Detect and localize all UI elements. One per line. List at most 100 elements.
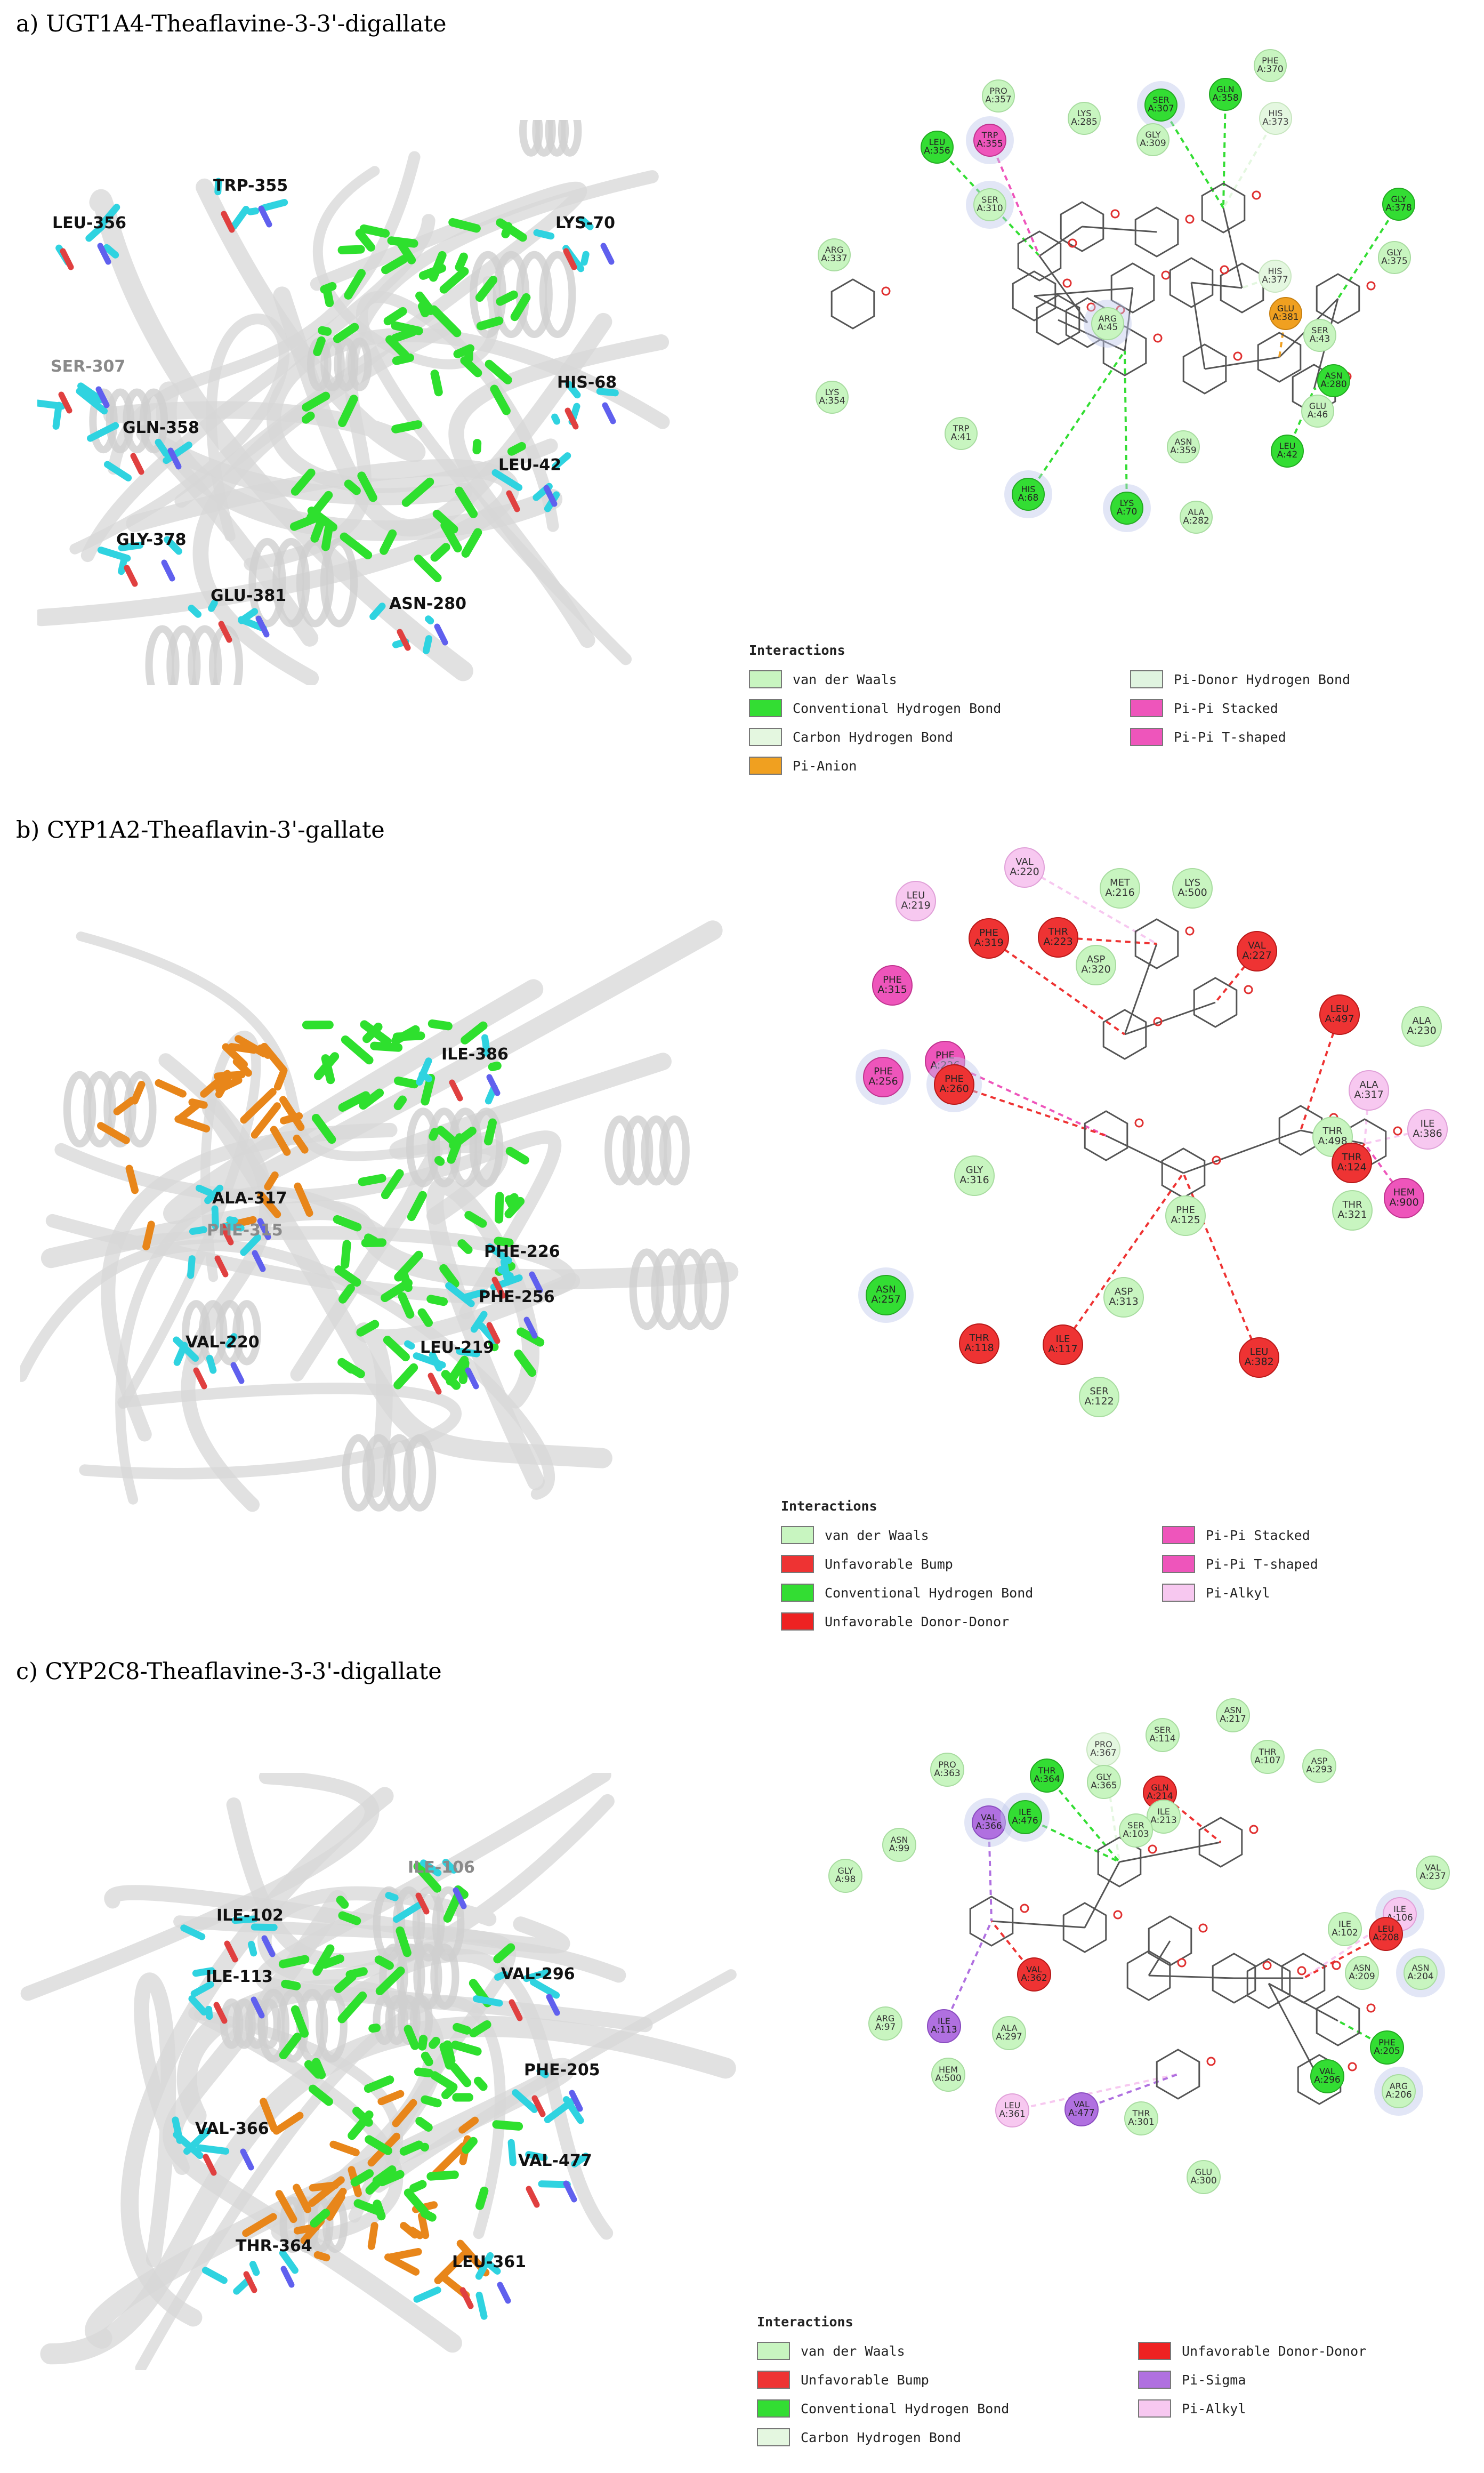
protein-helix-turn [651, 1248, 686, 1330]
residue-stick [536, 2067, 549, 2078]
interaction-line [1222, 117, 1277, 209]
heme-stick [97, 1122, 130, 1144]
residue-stick [196, 2144, 230, 2155]
ligand-ring [969, 1896, 1014, 1947]
residue-id: A:357 [985, 94, 1012, 106]
residue-stick [580, 251, 590, 266]
protein-ribbon [69, 314, 290, 555]
legend-item: Conventional Hydrogen Bond [749, 699, 1001, 717]
residue-name: LEU [929, 137, 946, 147]
residue-name: PHE [1378, 2037, 1396, 2048]
ligand-stick [461, 528, 482, 558]
residue-name: LYS [1119, 497, 1134, 508]
residue-name: VAL [1425, 1862, 1441, 1873]
residue-stick [491, 469, 523, 491]
ligand-stick [401, 477, 434, 507]
ligand-stick [357, 471, 377, 502]
protein-helix-turn [83, 1071, 117, 1148]
ligand-stick [356, 1320, 380, 1337]
residue-stick [173, 2131, 204, 2159]
protein-helix-turn [469, 1107, 504, 1187]
ligand-stick [428, 1019, 453, 1031]
residue-label-3d: PHE-205 [524, 2061, 600, 2079]
protein-helix-turn [406, 1107, 440, 1187]
ligand-stick [505, 1195, 517, 1209]
residue-id: A:309 [1140, 138, 1166, 149]
protein-helix-turn [124, 1071, 157, 1148]
residue-name: TRP [981, 130, 998, 140]
residue-oxygen-stick [428, 1372, 442, 1395]
residue-id: A:227 [1242, 950, 1272, 962]
residue-id: A:42 [1277, 449, 1298, 461]
residue-stick [118, 542, 144, 551]
residue-oxygen-stick [60, 248, 74, 270]
residue-name: GLY [837, 1865, 853, 1876]
residue-stick [478, 1322, 498, 1344]
residue-stick [260, 199, 288, 212]
heme-stick [329, 2140, 360, 2156]
residue-id: A:365 [1091, 1780, 1117, 1792]
residue-nitrogen-stick [602, 402, 616, 424]
protein-helix-turn [316, 1988, 348, 2063]
ligand-stick [385, 335, 410, 359]
residue-nitrogen-stick [543, 485, 558, 507]
residue-name: ILE [1420, 1118, 1435, 1129]
ligand-oxygen [1297, 1966, 1306, 1976]
residue-nitrogen-stick [257, 1218, 271, 1240]
residue-name: ILE [1393, 1904, 1406, 1914]
residue-id: A:217 [1220, 1714, 1246, 1725]
protein-helix-turn [432, 1886, 465, 1962]
residue-id: A:386 [1413, 1128, 1442, 1140]
residue-stick [279, 2250, 299, 2274]
residue-id: A:367 [1090, 1748, 1117, 1759]
ligand-bond [1190, 282, 1206, 370]
residue-name: ARG [1098, 313, 1117, 324]
protein-helix-turn [672, 1248, 707, 1330]
residue-stick [418, 1071, 432, 1082]
ligand-stick [414, 555, 442, 582]
residue-id: A:220 [1010, 866, 1039, 878]
residue-stick [596, 388, 619, 397]
residue-name: ARG [1389, 2081, 1408, 2091]
residue-stick [103, 461, 132, 481]
heme-stick [432, 2142, 467, 2178]
residue-name: HEM [939, 2064, 958, 2075]
interaction-diagram-svg [830, 94, 1400, 509]
residue-name: ASN [1224, 1705, 1242, 1715]
ligand-stick [493, 1943, 515, 1964]
residue-stick [571, 2153, 590, 2168]
legend-swatch [749, 699, 782, 717]
residue-id: A:498 [1318, 1135, 1348, 1147]
residue-id: A:477 [1068, 2108, 1095, 2119]
protein-ribbon [202, 1098, 612, 1468]
ligand-stick [393, 1095, 407, 1111]
heme-stick [251, 1102, 281, 1139]
legend-title: Interactions [757, 2314, 853, 2330]
ligand-stick [434, 1155, 445, 1166]
legend-label: Conventional Hydrogen Bond [793, 700, 1002, 716]
residue-oxygen-stick [531, 2095, 546, 2117]
panel-c-title: c) CYP2C8-Theaflavine-3-3'-digallate [16, 1658, 442, 1685]
residue-id: A:209 [1349, 1971, 1375, 1982]
residue-id: A:356 [924, 146, 950, 157]
ligand-stick [291, 2005, 309, 2038]
residue-label-3d: VAL-296 [501, 1965, 575, 1984]
residue-name: GLU [1309, 400, 1327, 411]
ligand-oxygen [1393, 1126, 1402, 1136]
heme-stick [272, 2111, 304, 2135]
ligand-stick [374, 1955, 394, 1970]
ligand-stick [320, 282, 337, 294]
residue-name: MET [1110, 877, 1130, 888]
ligand-stick [355, 229, 375, 252]
residue-id: A:237 [1420, 1871, 1446, 1882]
interaction-line [989, 140, 1041, 256]
